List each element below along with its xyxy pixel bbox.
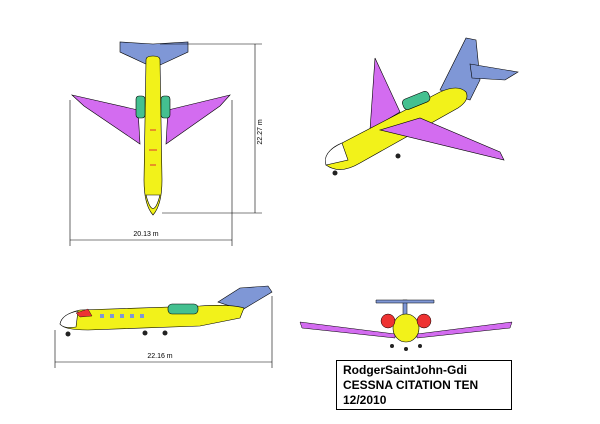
top-view-wing [165, 94, 231, 145]
side-view: 22.16 m [54, 285, 273, 368]
perspective-h-tail [469, 63, 519, 81]
top-view-engine-left [135, 95, 146, 119]
side-view-cockpit [75, 308, 93, 318]
author-name: RodgerSaintJohn-Gdi [343, 363, 467, 377]
top-length-label: 22.27 m [257, 119, 264, 144]
side-view-engine [167, 303, 199, 315]
title-block: RodgerSaintJohn-Gdi CESSNA CITATION TEN … [336, 360, 512, 410]
side-view-windows [100, 314, 144, 318]
perspective-gear [395, 153, 401, 159]
top-view-wing [70, 94, 141, 145]
front-view-wing [416, 321, 513, 339]
side-view-gear [162, 330, 168, 336]
top-span-dimension [69, 100, 233, 246]
front-view-wing [299, 321, 396, 339]
front-view [299, 299, 513, 351]
drawing-date: 12/2010 [343, 393, 387, 407]
side-length-label: 22.16 m [147, 353, 172, 360]
top-view-fuselage [143, 55, 163, 216]
top-span-label: 20.13 m [133, 231, 158, 238]
front-view-engine-left [380, 313, 396, 329]
perspective-view [325, 37, 519, 176]
perspective-wing-near [378, 117, 505, 161]
front-view-engine-right [416, 313, 432, 329]
perspective-engine [402, 91, 431, 110]
front-view-gear [390, 344, 394, 348]
front-view-fuselage [392, 313, 420, 343]
front-view-gear [404, 347, 408, 351]
perspective-nose [325, 142, 349, 166]
front-view-gear [418, 344, 422, 348]
front-view-h-tail [375, 299, 435, 304]
top-view-engine-right [160, 95, 171, 119]
perspective-gear [332, 170, 338, 176]
side-view-nose [59, 310, 79, 328]
top-view-nose [145, 194, 161, 209]
top-length-dimension [160, 43, 262, 214]
side-view-gear [142, 330, 148, 336]
side-length-dimension [54, 296, 273, 368]
top-view: 22.27 m 20.13 m [69, 41, 264, 246]
aircraft-name: CESSNA CITATION TEN [343, 378, 479, 392]
top-view-detail [149, 129, 157, 166]
side-view-gear [65, 331, 71, 337]
